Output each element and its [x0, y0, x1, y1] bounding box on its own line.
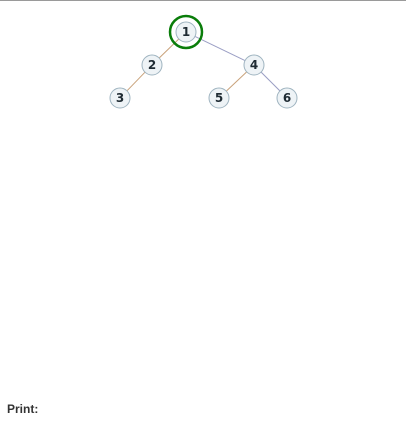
node-circle-6	[276, 87, 298, 109]
tree-node-2: 2	[141, 54, 163, 76]
node-circle-3	[109, 87, 131, 109]
tree-node-4: 4	[243, 54, 265, 76]
node-circle-5	[208, 87, 230, 109]
edge-2-3	[126, 71, 146, 92]
top-divider	[0, 0, 406, 1]
tree-node-5: 5	[208, 87, 230, 109]
node-circle-4	[243, 54, 265, 76]
tree-node-1: 1	[175, 21, 197, 43]
node-label-1: 1	[182, 25, 190, 39]
print-row: Print:	[7, 402, 42, 416]
current-node-highlight	[168, 14, 204, 50]
node-label-6: 6	[283, 91, 291, 105]
edge-4-5	[225, 71, 248, 92]
node-label-3: 3	[116, 91, 124, 105]
node-label-2: 2	[148, 58, 156, 72]
edge-4-6	[260, 71, 281, 92]
binary-tree-diagram: 1 2 3 4 5 6	[109, 14, 298, 109]
edge-1-4	[194, 35, 246, 62]
print-label: Print:	[7, 402, 39, 416]
node-label-5: 5	[215, 91, 223, 105]
node-circle-1	[175, 21, 197, 43]
node-label-4: 4	[250, 58, 258, 72]
edge-1-2	[158, 38, 180, 59]
tree-node-3: 3	[109, 87, 131, 109]
node-circle-2	[141, 54, 163, 76]
tree-node-6: 6	[276, 87, 298, 109]
